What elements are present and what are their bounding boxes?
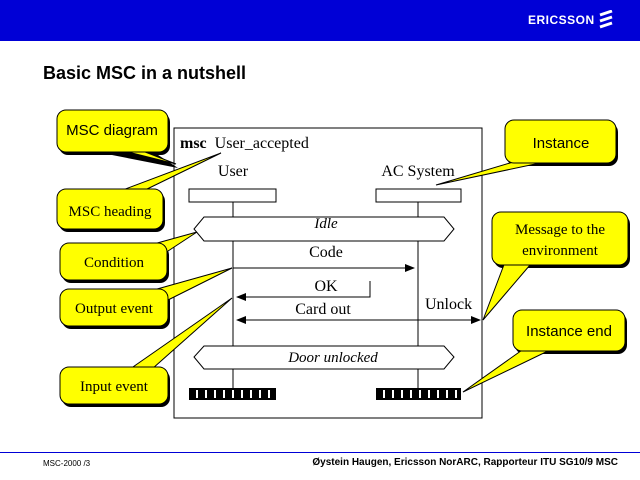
message-ok-label: OK [314, 278, 338, 295]
footer-author: Øystein Haugen, Ericsson NorARC, Rapport… [312, 457, 618, 468]
callout-condition: Condition [59, 231, 198, 283]
svg-text:environment: environment [522, 243, 599, 259]
callout-msc-diagram: MSC diagram [56, 109, 178, 168]
condition-door-unlocked [193, 345, 455, 370]
instance-head-user [188, 188, 277, 203]
svg-text:Instance end: Instance end [526, 323, 612, 340]
instance-name-user: User [218, 163, 249, 180]
ericsson-logo-icon [599, 10, 613, 29]
msc-frame [173, 127, 483, 419]
brand-name: ERICSSON [528, 13, 595, 27]
condition-idle-label: Idle [313, 216, 338, 232]
svg-text:Output event: Output event [75, 301, 154, 317]
callout-msc-heading: MSC heading [56, 152, 222, 232]
footer-slide-number: MSC-2000 /3 [43, 459, 91, 468]
message-card-out-label: Card out [295, 301, 351, 318]
slide-title: Basic MSC in a nutshell [43, 63, 247, 83]
callout-instance: Instance [435, 119, 618, 186]
condition-idle [193, 216, 455, 242]
callout-instance-end: Instance end [462, 309, 627, 393]
condition-door-unlocked-label: Door unlocked [287, 350, 378, 366]
instance-end-ac-system [376, 388, 461, 400]
svg-text:Condition: Condition [84, 255, 145, 271]
message-code-label: Code [309, 244, 343, 261]
callout-output-event: Output event [59, 267, 233, 329]
svg-text:Instance: Instance [533, 135, 590, 152]
callout-message-environment: Message to the environment [482, 211, 630, 321]
footer-divider [0, 452, 640, 453]
header-bar [0, 0, 640, 41]
instance-end-user [189, 388, 276, 400]
msc-heading: msc User_accepted [180, 135, 309, 152]
svg-text:MSC diagram: MSC diagram [66, 122, 158, 139]
svg-text:Message to the: Message to the [515, 222, 605, 238]
svg-text:Input event: Input event [80, 379, 149, 395]
instance-name-ac-system: AC System [381, 163, 455, 180]
svg-text:MSC heading: MSC heading [69, 204, 152, 220]
instance-head-ac-system [375, 188, 462, 203]
message-ok-arrow [236, 281, 371, 301]
callout-input-event: Input event [59, 297, 233, 407]
message-unlock-label: Unlock [425, 296, 472, 313]
